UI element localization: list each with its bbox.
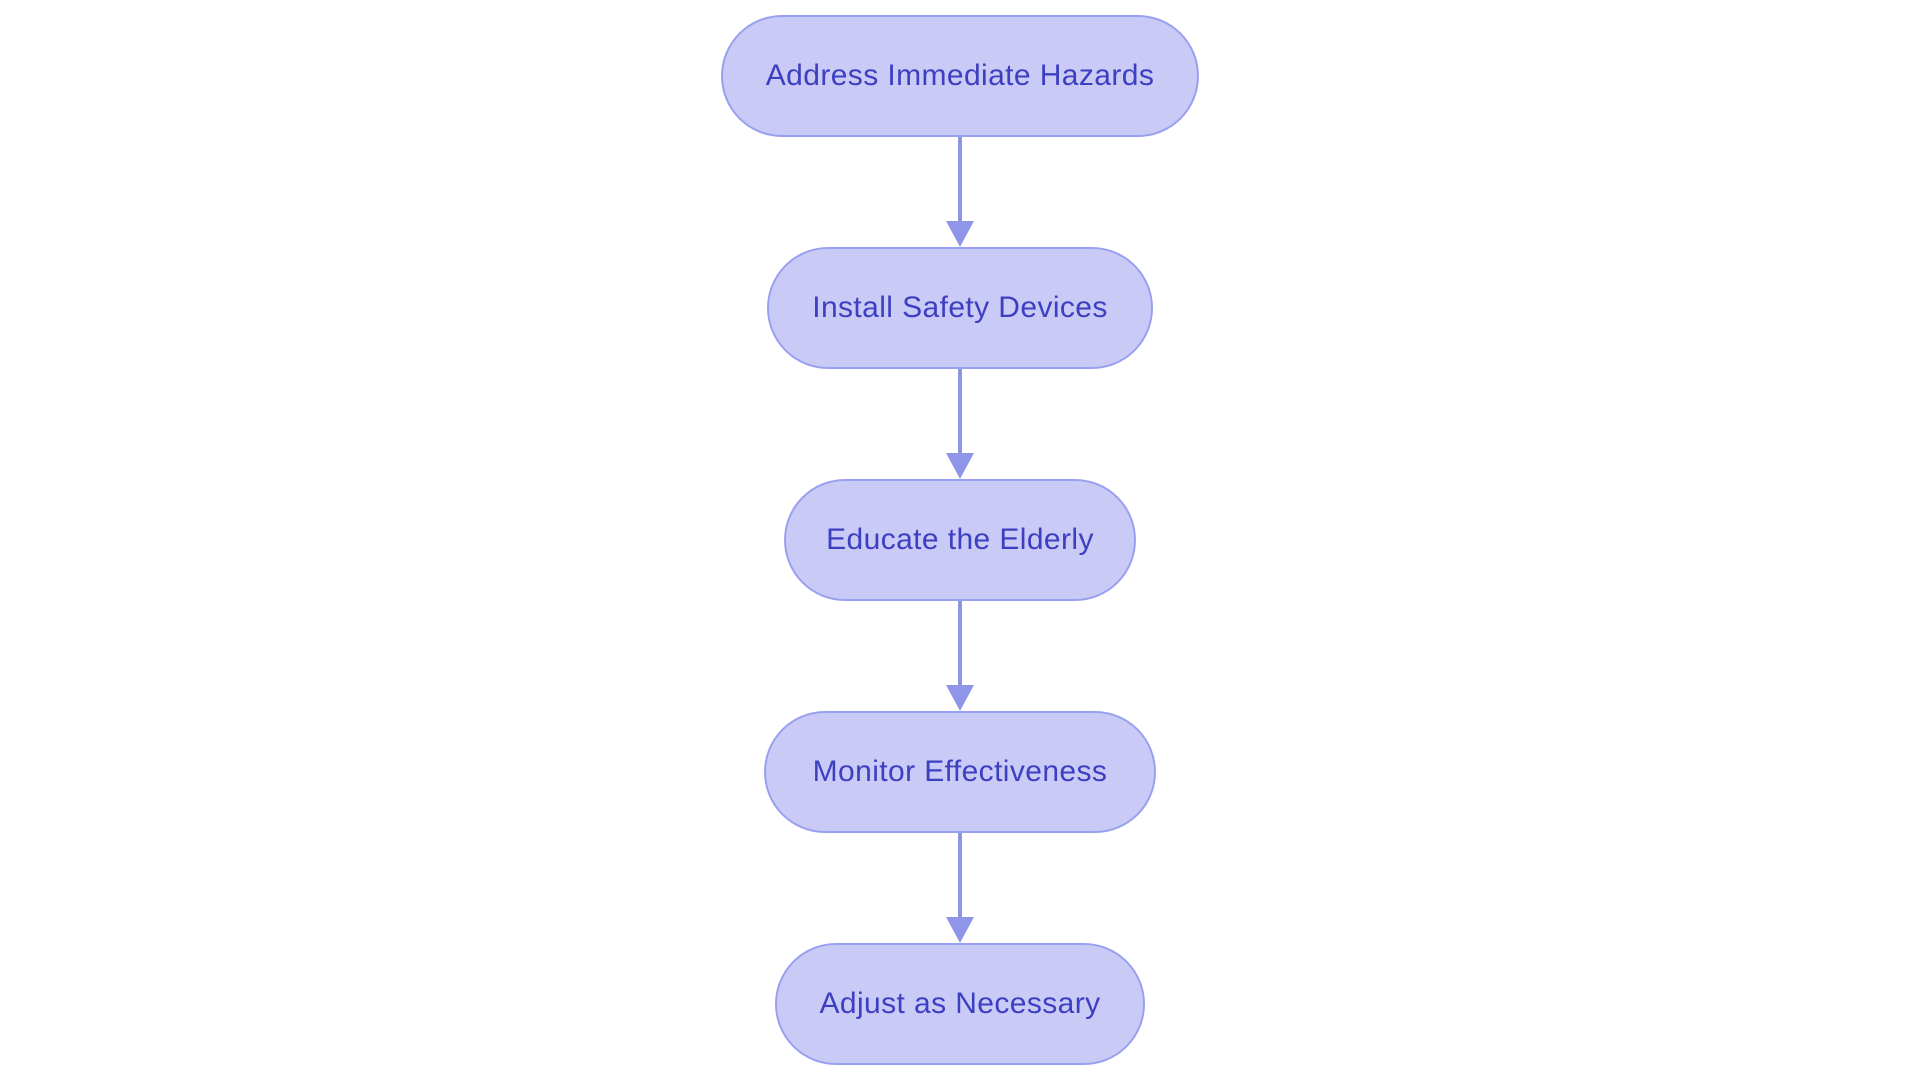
arrow-line <box>958 369 962 454</box>
arrow-line <box>958 601 962 686</box>
arrow-line <box>958 137 962 222</box>
flow-node-install-safety-devices: Install Safety Devices <box>767 247 1153 369</box>
flow-arrow-3-4 <box>946 601 974 711</box>
arrow-head-icon <box>946 453 974 479</box>
arrow-head-icon <box>946 917 974 943</box>
arrow-head-icon <box>946 221 974 247</box>
flow-node-address-immediate-hazards: Address Immediate Hazards <box>721 15 1199 137</box>
flow-node-label: Install Safety Devices <box>812 291 1108 324</box>
flow-arrow-1-2 <box>946 137 974 247</box>
flow-node-label: Educate the Elderly <box>826 523 1094 556</box>
flow-node-label: Address Immediate Hazards <box>765 59 1155 92</box>
flow-arrow-2-3 <box>946 369 974 479</box>
arrow-head-icon <box>946 685 974 711</box>
flow-node-label: Adjust as Necessary <box>819 987 1101 1020</box>
flow-node-label: Monitor Effectiveness <box>812 755 1108 788</box>
flow-node-adjust-as-necessary: Adjust as Necessary <box>775 943 1145 1065</box>
flow-arrow-4-5 <box>946 833 974 943</box>
arrow-line <box>958 833 962 918</box>
flow-node-monitor-effectiveness: Monitor Effectiveness <box>764 711 1156 833</box>
flow-node-educate-the-elderly: Educate the Elderly <box>784 479 1136 601</box>
